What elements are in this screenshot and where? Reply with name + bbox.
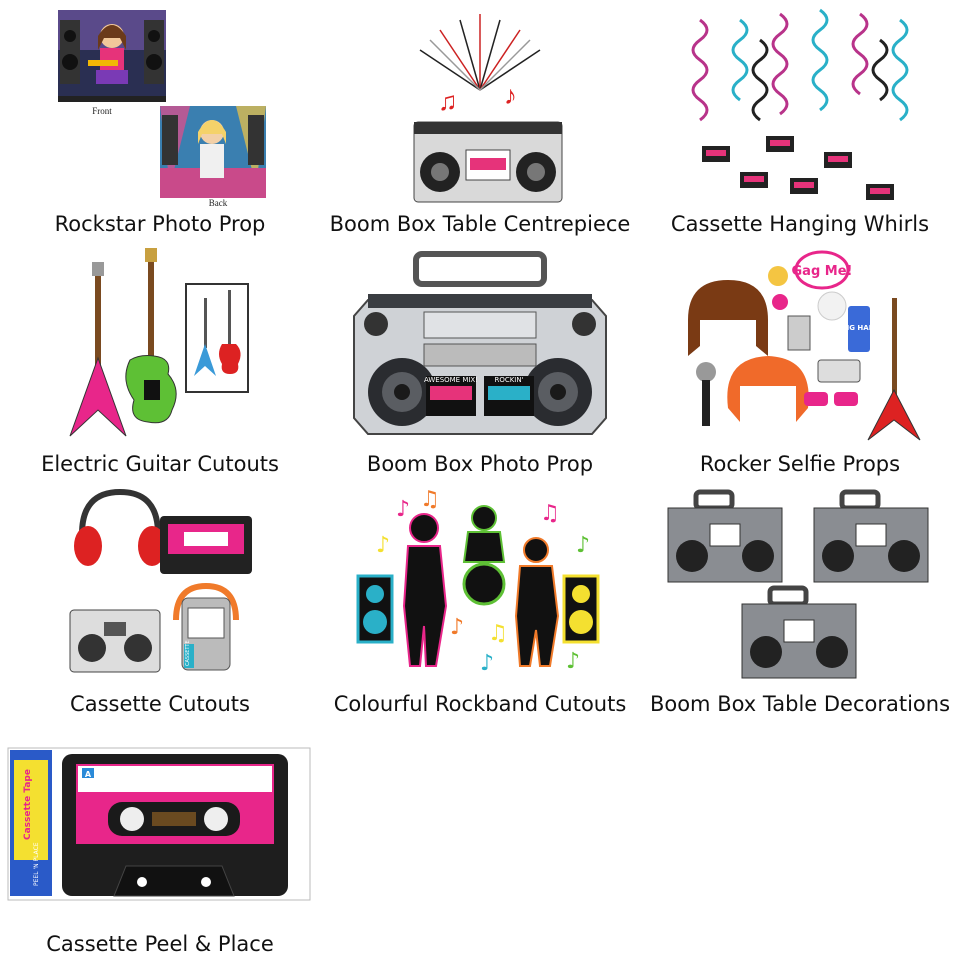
- svg-text:♪: ♪: [566, 649, 580, 674]
- boombox-icon: [69, 609, 161, 673]
- walkman-cutout: [173, 582, 239, 671]
- mini-cassettes: [702, 136, 894, 200]
- walkman-brand-text: CASSETTE: [185, 640, 191, 666]
- svg-text:♫: ♫: [488, 621, 508, 646]
- product-rockband-cutouts[interactable]: ♪ ♫ ♪ ♫ ♪ ♪ ♫ ♪ ♪ Colourful Rockband Cut…: [320, 480, 640, 720]
- product-rocker-selfie-props[interactable]: Gag Me! BIG HAIR Rocker Selfie Props: [640, 240, 960, 480]
- product-boom-box-centrepiece[interactable]: ♫ ♪ Boom Box Table Centrepiece: [320, 0, 640, 240]
- walkman-icon: [787, 315, 811, 351]
- package-title: Cassette Tape: [23, 769, 33, 840]
- svg-text:♪: ♪: [480, 651, 494, 676]
- mini-boombox-icon: [817, 359, 861, 383]
- product-caption[interactable]: Boom Box Table Centrepiece: [329, 212, 631, 236]
- box-boombox-1: [667, 489, 783, 583]
- speaker-left: [356, 574, 394, 644]
- spray-can-text: BIG HAIR: [841, 324, 877, 332]
- back-label: Back: [209, 198, 228, 208]
- speaker-right: [562, 574, 600, 644]
- front-panel: [58, 10, 166, 102]
- singer-silhouette: [402, 513, 448, 667]
- boom-box-photo-prop-image: AWESOME MIX! ROCKIN': [353, 251, 607, 435]
- pink-guitar: [69, 262, 127, 437]
- product-guitar-cutouts[interactable]: Electric Guitar Cutouts: [0, 240, 320, 480]
- product-caption[interactable]: Cassette Hanging Whirls: [670, 212, 930, 236]
- product-caption[interactable]: Boom Box Photo Prop: [366, 452, 594, 476]
- pearls-icon: [817, 291, 847, 321]
- cassette-cutouts-image: CASSETTE: [69, 488, 252, 673]
- hair-spray-can: [848, 306, 870, 352]
- drummer-silhouette: [462, 505, 506, 606]
- badge-icon: [768, 266, 788, 286]
- product-cassette-whirls[interactable]: Cassette Hanging Whirls: [640, 0, 960, 240]
- badge-icon: [772, 294, 788, 310]
- product-caption[interactable]: Boom Box Table Decorations: [649, 692, 951, 716]
- speech-bubble-text: Gag Me!: [792, 264, 853, 279]
- product-caption[interactable]: Rocker Selfie Props: [699, 452, 901, 476]
- svg-text:♫: ♫: [420, 487, 440, 512]
- cassette-whirls-image: [691, 8, 909, 200]
- boom-box: [413, 121, 563, 203]
- microphone-icon: [696, 362, 716, 426]
- speech-bubble: [794, 250, 850, 290]
- music-note-icon: ♫: [438, 86, 458, 116]
- front-label: Front: [92, 106, 112, 116]
- boom-box-large: [353, 251, 607, 435]
- package-side-text: PEEL 'N PLACE: [33, 842, 40, 886]
- box-boombox-2: [813, 489, 929, 583]
- brown-wig: [688, 280, 768, 356]
- svg-text:♪: ♪: [396, 497, 410, 522]
- guitar-set-panel: [185, 283, 249, 393]
- music-note-icon: ♪: [504, 80, 517, 110]
- product-caption[interactable]: Cassette Cutouts: [70, 692, 250, 716]
- svg-text:♪: ♪: [576, 533, 590, 558]
- cassette-graphic: [62, 754, 288, 897]
- music-notes: ♪ ♫ ♪ ♫ ♪ ♪ ♫ ♪ ♪: [376, 487, 590, 676]
- rockband-cutouts-image: ♪ ♫ ♪ ♫ ♪ ♪ ♫ ♪ ♪: [356, 487, 600, 676]
- cassette-peel-place-image: PEEL 'N PLACE Cassette Tape A: [7, 747, 311, 901]
- rocker-selfie-props-image: Gag Me! BIG HAIR: [688, 250, 921, 441]
- product-caption[interactable]: Electric Guitar Cutouts: [41, 452, 279, 476]
- headphones-icon: [74, 488, 166, 566]
- foil-spray: [419, 14, 541, 91]
- orange-wig: [727, 356, 809, 422]
- svg-text:♪: ♪: [376, 533, 390, 558]
- tape-left-label: AWESOME MIX!: [424, 376, 478, 384]
- product-rockstar-photo-prop[interactable]: Front Back Rockstar Photo Prop: [0, 0, 320, 240]
- boom-box-centrepiece-image: ♫ ♪: [413, 14, 563, 203]
- product-cassette-peel-place[interactable]: PEEL 'N PLACE Cassette Tape A Cassette P…: [0, 720, 320, 960]
- product-caption[interactable]: Rockstar Photo Prop: [54, 212, 266, 236]
- whirls: [691, 8, 909, 122]
- product-caption[interactable]: Cassette Peel & Place: [46, 932, 274, 956]
- product-boom-box-decorations[interactable]: Boom Box Table Decorations: [640, 480, 960, 720]
- back-panel: [160, 106, 266, 198]
- tape-side-letter: A: [85, 770, 92, 779]
- product-cassette-cutouts[interactable]: CASSETTE Cassette Cutouts: [0, 480, 320, 720]
- svg-text:♫: ♫: [540, 501, 560, 526]
- rockstar-photo-prop-image: Front Back: [58, 10, 266, 208]
- green-guitar: [125, 248, 177, 424]
- product-caption[interactable]: Colourful Rockband Cutouts: [333, 692, 627, 716]
- guitar-cutouts-image: [69, 248, 249, 437]
- tape-right-label: ROCKIN': [494, 376, 523, 384]
- sunglasses-icon: [804, 392, 858, 406]
- box-boombox-3: [741, 585, 857, 679]
- svg-text:♪: ♪: [450, 615, 464, 640]
- product-boom-box-photo-prop[interactable]: AWESOME MIX! ROCKIN' Boom Box Photo Prop: [320, 240, 640, 480]
- boom-box-decorations-image: [667, 489, 929, 679]
- cassette-tape-icon: [160, 516, 252, 574]
- package-label: [10, 750, 52, 896]
- guitarist-silhouette: [514, 537, 560, 667]
- red-flying-v-guitar: [867, 298, 921, 441]
